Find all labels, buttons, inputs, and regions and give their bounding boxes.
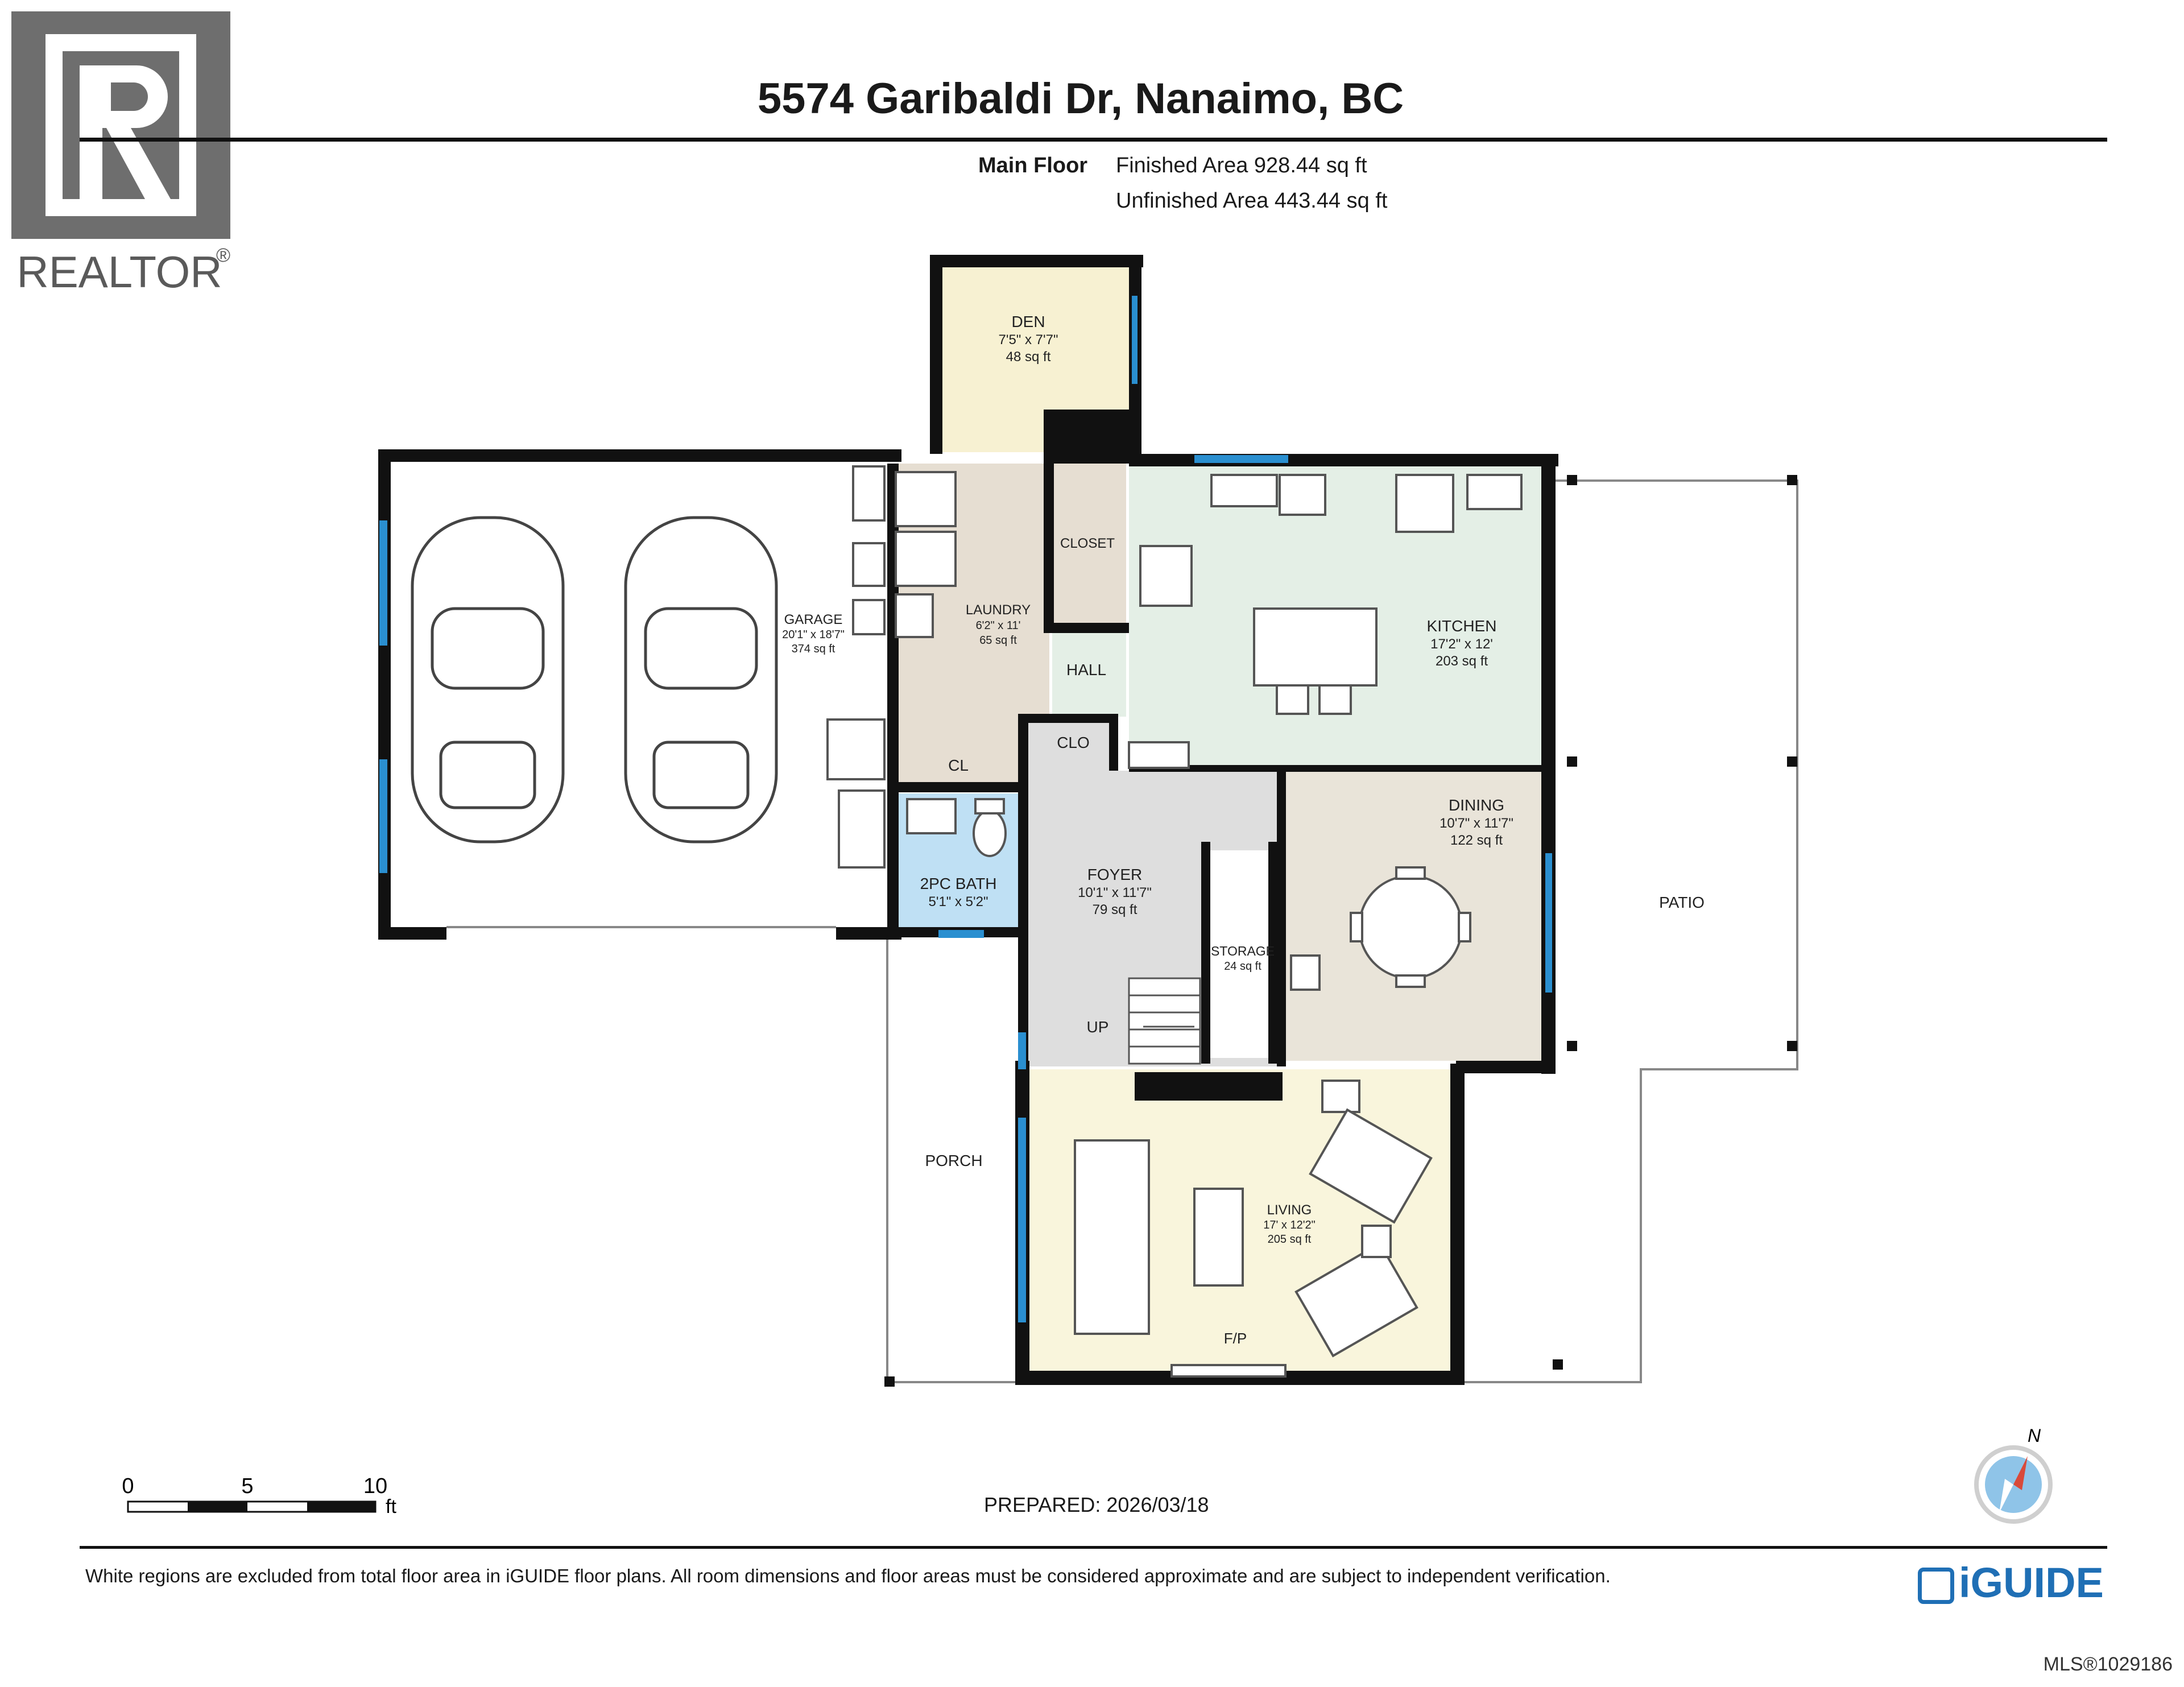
- living-name: LIVING: [1267, 1202, 1312, 1218]
- dining-area: 122 sq ft: [1450, 833, 1503, 848]
- prepared-date: PREPARED: 2026/03/18: [984, 1493, 1209, 1516]
- realtor-text: REALTOR: [16, 247, 222, 297]
- garage-area: 374 sq ft: [792, 643, 835, 655]
- fireplace-label: F/P: [1224, 1330, 1247, 1347]
- den-dims: 7'5" x 7'7": [999, 332, 1058, 348]
- foyer-area: 79 sq ft: [1093, 902, 1138, 917]
- patio-outline: [1456, 479, 1798, 1383]
- closet-name: CLOSET: [1060, 536, 1115, 551]
- foyer-dims: 10'1" x 11'7": [1078, 885, 1152, 900]
- car-right: [624, 516, 778, 844]
- title-divider: [80, 138, 2107, 142]
- living-dims: 17' x 12'2": [1263, 1219, 1315, 1231]
- bath-name: 2PC BATH: [920, 875, 997, 892]
- registered-mark: ®: [216, 245, 230, 266]
- closet-fill: [1052, 464, 1126, 626]
- clo-name: CLO: [1057, 734, 1090, 751]
- kitchen-name: KITCHEN: [1427, 617, 1497, 635]
- foyer-name: FOYER: [1087, 866, 1142, 883]
- iguide-box-icon: [1918, 1568, 1954, 1605]
- footer-divider: [80, 1546, 2107, 1549]
- address-title: 5574 Garibaldi Dr, Nanaimo, BC: [757, 75, 1404, 123]
- compass-north: N: [2028, 1425, 2041, 1446]
- scale-bar: 0 5 10 ft: [122, 1474, 396, 1518]
- storage-area: 24 sq ft: [1224, 960, 1261, 973]
- finished-area: Finished Area 928.44 sq ft: [1116, 154, 1367, 177]
- living-area: 205 sq ft: [1268, 1233, 1312, 1246]
- scale-tick-0: 0: [122, 1474, 134, 1498]
- scale-tick-5: 5: [241, 1474, 253, 1498]
- unfinished-area: Unfinished Area 443.44 sq ft: [1116, 189, 1388, 213]
- stairs-up-label: UP: [1087, 1018, 1109, 1036]
- compass-icon: N: [1974, 1425, 2053, 1524]
- mls-number: MLS®1029186: [2043, 1653, 2173, 1675]
- dining-name: DINING: [1449, 796, 1504, 814]
- hall-name: HALL: [1066, 661, 1106, 679]
- iguide-text: iGUIDE: [1959, 1559, 2104, 1606]
- floor-label: Main Floor: [978, 154, 1088, 177]
- disclaimer-text: White regions are excluded from total fl…: [85, 1565, 1611, 1586]
- clo-fill: [1027, 720, 1115, 771]
- hall-fill: [1052, 631, 1126, 717]
- iguide-logo: iGUIDE: [1918, 1558, 2104, 1607]
- storage-fill: [1205, 850, 1273, 1058]
- laundry-name: LAUNDRY: [966, 602, 1031, 618]
- bath-dims: 5'1" x 5'2": [929, 894, 988, 909]
- kitchen-dims: 17'2" x 12': [1430, 636, 1493, 652]
- garage-name: GARAGE: [784, 612, 843, 627]
- cl-name: CL: [948, 756, 969, 774]
- realtor-logo: REALTOR ®: [11, 11, 230, 297]
- den-name: DEN: [1011, 313, 1045, 330]
- laundry-area: 65 sq ft: [979, 634, 1017, 647]
- laundry-dims: 6'2" x 11': [976, 619, 1021, 632]
- car-left: [411, 516, 565, 844]
- dining-dims: 10'7" x 11'7": [1440, 816, 1513, 831]
- storage-name: STORAGE: [1211, 944, 1275, 958]
- garage-dims: 20'1" x 18'7": [782, 629, 845, 641]
- scale-tick-10: 10: [363, 1474, 387, 1498]
- patio-name: PATIO: [1659, 894, 1705, 911]
- porch-name: PORCH: [925, 1152, 982, 1169]
- scale-unit: ft: [386, 1496, 396, 1518]
- den-area: 48 sq ft: [1006, 349, 1051, 365]
- kitchen-area: 203 sq ft: [1436, 654, 1488, 669]
